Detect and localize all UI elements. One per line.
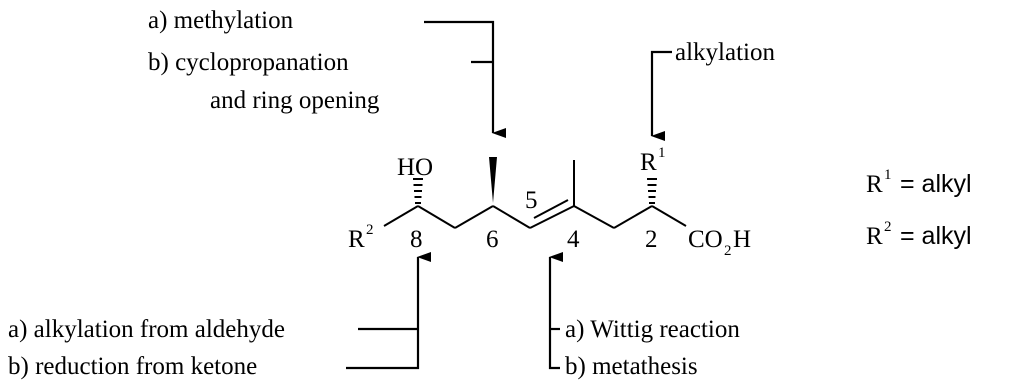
hash-bond-c8-oh [413,178,423,204]
atom-co2h: CO 2 H [688,226,751,259]
svg-text:CO: CO [688,226,723,253]
hash-bond-c2-r1 [647,178,657,204]
svg-text:H: H [733,226,751,253]
label-wittig: a) Wittig reaction [565,316,740,343]
locant-c2: 2 [645,226,658,253]
atom-r1: R 1 [640,145,666,176]
wedge-bond-c6-methyl [489,157,497,203]
atom-r2: R 2 [348,222,374,253]
svg-text:R: R [640,149,657,176]
locant-c6: 6 [486,226,499,253]
svg-text:R: R [348,226,365,253]
definition-r1: R 1 = alkyl [866,167,972,198]
locant-c8: 8 [410,226,423,253]
locant-c5: 5 [525,187,538,214]
svg-text:R: R [866,171,883,198]
arrow-c6-bracket [424,20,506,138]
svg-text:2: 2 [366,222,374,238]
svg-text:1: 1 [658,145,666,161]
label-alkylation-aldehyde: a) alkylation from aldehyde [8,316,285,343]
svg-text:1: 1 [884,167,892,183]
svg-text:= alkyl: = alkyl [900,170,972,198]
svg-text:R: R [866,223,883,250]
arrow-c8-bracket [346,252,431,370]
label-methylation: a) methylation [148,7,294,34]
label-ring-opening: and ring opening [210,87,380,114]
definition-r2: R 2 = alkyl [866,219,972,250]
arrow-c5-bracket [548,252,563,370]
svg-text:2: 2 [884,219,892,235]
label-reduction-ketone: b) reduction from ketone [8,353,257,380]
arrow-c2-alkylation [650,50,672,141]
atom-ho: HO [397,154,433,181]
molecule-skeleton [383,160,687,229]
svg-text:2: 2 [724,243,732,259]
label-alkylation: alkylation [675,39,775,66]
locant-c4: 4 [567,226,580,253]
label-cyclopropanation: b) cyclopropanation [148,49,349,76]
label-metathesis: b) metathesis [565,353,698,380]
svg-text:= alkyl: = alkyl [900,222,972,250]
